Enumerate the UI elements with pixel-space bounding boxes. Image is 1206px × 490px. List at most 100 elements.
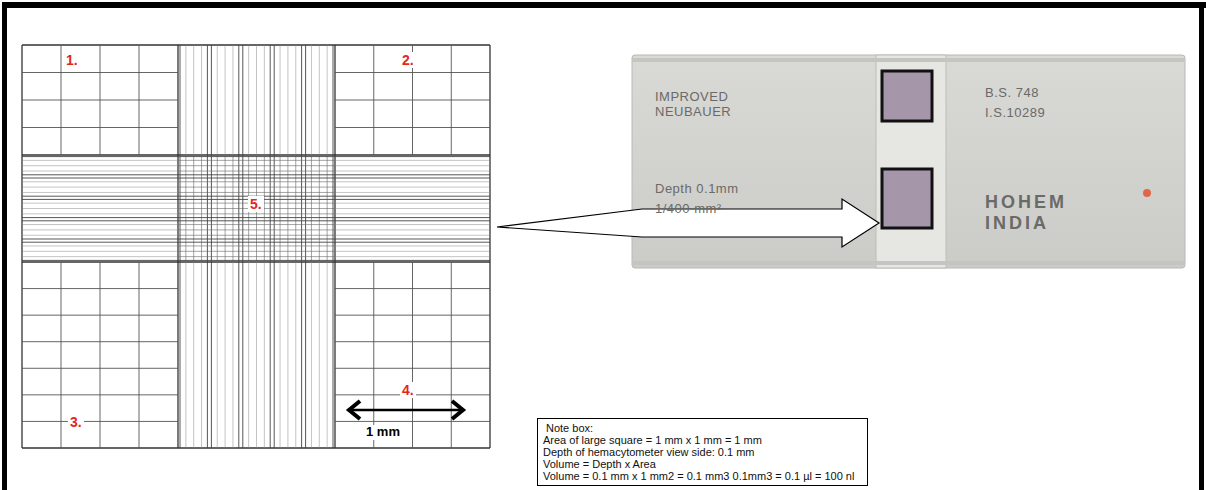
grid-line [335,251,490,252]
grid-line [335,208,490,209]
hemacytometer-grid [22,45,490,448]
slide-edge [632,261,1185,265]
grid-line [274,45,275,448]
grid-line [22,44,490,45]
grid-line [287,45,288,155]
grid-line [178,181,335,182]
grid-line [22,288,178,289]
grid-line [295,45,296,155]
grid-line [335,229,490,230]
grid-line [373,262,374,448]
grid-line [311,262,312,448]
grid-line [22,261,490,262]
grid-line [301,45,302,448]
grid-line [22,156,490,157]
dimension-arrow [349,401,463,419]
grid-line [217,45,218,155]
grid-line [335,288,490,289]
grid-line [335,72,490,73]
grid-line [22,192,178,193]
grid-line [225,45,226,155]
grid-line [327,262,328,448]
grid-line [211,45,212,448]
counting-chamber [882,169,932,228]
slide-engraving: 1/400 mm² [655,202,722,217]
grid-line [61,262,62,448]
frame-left [2,2,7,490]
grid-line [242,45,243,448]
grid-line [280,262,281,448]
grid-line [232,262,233,448]
grid-line [335,160,490,161]
slide-engraving: Depth 0.1mm [655,182,739,197]
grid-line [248,45,249,155]
grid-line [22,224,178,225]
grid-line [335,127,490,128]
grid-line [178,224,335,225]
grid-line [22,213,178,214]
grid-line [207,45,208,448]
grid-line [256,45,257,155]
grid-line [22,394,178,395]
grid-line [22,242,490,243]
grid-line [178,256,335,257]
grid-line [22,235,178,236]
square-number: 1. [64,52,80,68]
counting-chamber [882,71,932,121]
grid-line [180,45,181,448]
grid-line [22,260,490,261]
grid-line [22,208,178,209]
frame-right [1199,2,1204,490]
grid-line [100,262,101,448]
grid-line [238,45,239,448]
grid-line [22,72,178,73]
grid-line [22,368,178,369]
grid-line [256,262,257,448]
grid-line [319,45,320,155]
pointer-arrow [497,199,879,247]
grid-line [412,262,413,448]
red-dot [1143,189,1151,197]
slide-edge [632,58,1185,62]
grid-line [311,45,312,155]
grid-line [178,235,335,236]
grid-line [177,45,178,448]
cover-slip [876,55,946,268]
grid-line [22,421,178,422]
grid-line [335,368,490,369]
grid-line [270,45,271,448]
square-number: 2. [400,52,416,68]
grid-line [178,160,335,161]
note-line: Area of large square = 1 mm x 1 mm = 1 m… [543,434,862,446]
grid-line [335,315,490,316]
square-number: 4. [400,382,416,398]
grid-line [22,220,490,221]
grid-line [335,100,490,101]
grid-line [335,235,490,236]
grid-line [22,127,178,128]
grid-line [335,224,490,225]
grid-line [178,187,335,188]
grid-line [489,45,490,448]
grid-line [185,45,186,155]
grid-line [335,181,490,182]
grid-line [22,160,178,161]
square-number: 3. [68,414,84,430]
grid-line [217,262,218,448]
slide-engraving: HOHEM INDIA [985,192,1095,233]
arrow-head [452,401,463,419]
grid-line [335,213,490,214]
grid-line [22,341,178,342]
grid-line [193,45,194,155]
grid-line [22,174,490,175]
grid-line [335,187,490,188]
grid-line [264,262,265,448]
grid-line [305,45,306,448]
grid-line [264,45,265,155]
grid-line [22,187,178,188]
grid-line [22,171,178,172]
grid-line [21,45,22,448]
note-line: Volume = Depth x Area [543,458,862,470]
